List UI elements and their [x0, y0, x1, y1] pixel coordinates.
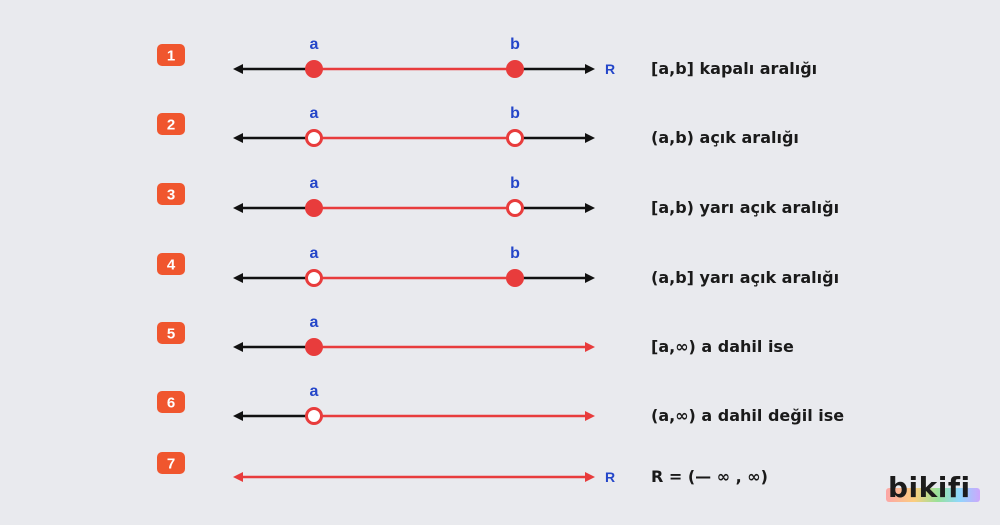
bikifi-logo: bikifi [886, 471, 982, 511]
row-number: 7 [167, 456, 175, 473]
row-number: 3 [167, 187, 175, 204]
right-endpoint-label: b [510, 175, 520, 192]
left-endpoint-label: a [310, 36, 319, 53]
interval-description: (a,∞) a dahil değil ise [651, 406, 845, 425]
right-arrowhead [585, 411, 595, 421]
right-endpoint-label: b [510, 105, 520, 122]
row-number: 2 [167, 117, 175, 134]
right-arrowhead [585, 472, 595, 482]
left-endpoint-closed [305, 338, 323, 356]
right-endpoint-open [506, 129, 524, 147]
left-endpoint-label: a [310, 175, 319, 192]
interval-description: [a,∞) a dahil ise [651, 337, 794, 356]
left-endpoint-label: a [310, 314, 319, 331]
interval-description: R = (— ∞ , ∞) [651, 467, 768, 486]
axis-label: R [605, 469, 615, 485]
row-number: 5 [167, 326, 175, 343]
right-endpoint-label: b [510, 36, 520, 53]
row-number-badge [157, 452, 185, 474]
row-2: 2 a b [157, 105, 595, 147]
left-arrowhead [233, 203, 243, 213]
right-arrowhead [585, 342, 595, 352]
logo-highlight-bar [886, 488, 980, 502]
interval-description: (a,b] yarı açık aralığı [651, 268, 840, 287]
row-number-badge [157, 113, 185, 135]
left-endpoint-open [305, 129, 323, 147]
left-endpoint-label: a [310, 105, 319, 122]
row-number: 4 [167, 257, 176, 274]
row-1: 1 a bR [157, 36, 615, 78]
row-3: 3 a b [157, 175, 595, 217]
row-number-badge [157, 322, 185, 344]
right-endpoint-label: b [510, 245, 520, 262]
row-number: 6 [167, 395, 175, 412]
right-endpoint-closed [506, 269, 524, 287]
row-number-badge [157, 253, 185, 275]
left-endpoint-label: a [310, 245, 319, 262]
left-endpoint-closed [305, 199, 323, 217]
row-number: 1 [167, 48, 175, 65]
right-endpoint-open [506, 199, 524, 217]
row-number-badge [157, 391, 185, 413]
right-arrowhead [585, 133, 595, 143]
left-arrowhead [233, 342, 243, 352]
interval-description: (a,b) açık aralığı [651, 128, 799, 147]
left-endpoint-closed [305, 60, 323, 78]
left-arrowhead [233, 133, 243, 143]
left-arrowhead [233, 472, 243, 482]
left-arrowhead [233, 411, 243, 421]
row-number-badge [157, 183, 185, 205]
interval-description: [a,b) yarı açık aralığı [651, 198, 840, 217]
row-4: 4 a b [157, 245, 595, 287]
left-endpoint-label: a [310, 383, 319, 400]
left-endpoint-open [305, 407, 323, 425]
row-7: 7R [157, 452, 615, 485]
left-arrowhead [233, 64, 243, 74]
right-endpoint-closed [506, 60, 524, 78]
logo-text: bikifi [888, 471, 971, 504]
row-6: 6a [157, 383, 595, 425]
row-5: 5a [157, 314, 595, 356]
interval-description: [a,b] kapalı aralığı [651, 59, 818, 78]
right-arrowhead [585, 64, 595, 74]
row-number-badge [157, 44, 185, 66]
axis-label: R [605, 61, 615, 77]
left-arrowhead [233, 273, 243, 283]
right-arrowhead [585, 203, 595, 213]
right-arrowhead [585, 273, 595, 283]
left-endpoint-open [305, 269, 323, 287]
